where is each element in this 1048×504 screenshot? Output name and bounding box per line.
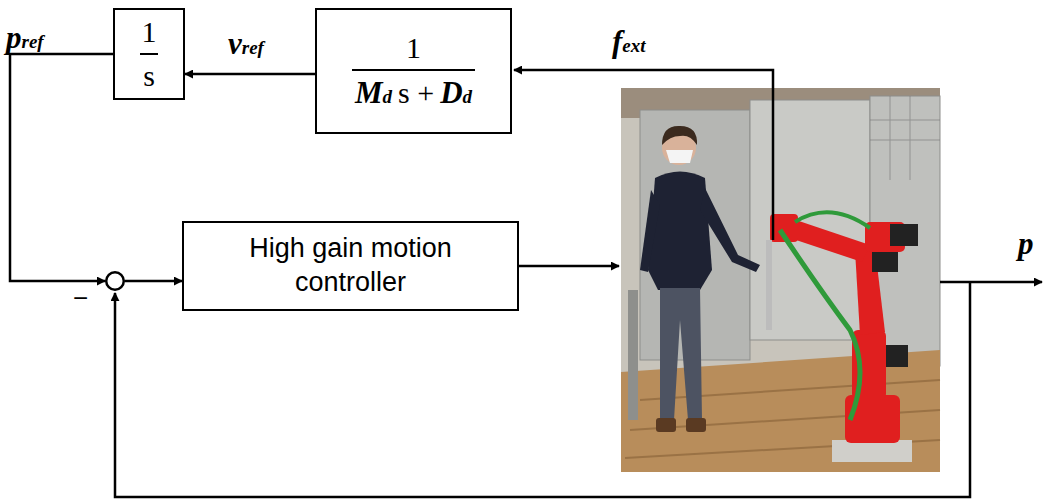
signal-label: pref: [6, 20, 44, 56]
block-text: High gain motion controller: [226, 232, 476, 300]
signal-connector: [185, 73, 315, 76]
sign-label: −: [73, 283, 88, 314]
signal-connector: [10, 54, 113, 281]
signal-label: p: [1018, 226, 1034, 262]
transfer-block: 1Mds +Dd: [315, 8, 512, 134]
numerator-text: 1: [142, 15, 157, 48]
feedback-wire: [115, 282, 970, 497]
robot-photo: [621, 88, 940, 472]
sum-circle-outline: [106, 272, 124, 290]
force-wire: [514, 70, 773, 240]
signal-label: vref: [228, 26, 264, 62]
signal-label: fext: [612, 24, 646, 60]
denominator-text: s: [143, 59, 155, 93]
fraction: 1Mds +Dd: [352, 31, 475, 111]
output-wire: [940, 281, 1042, 284]
fraction: 1s: [140, 15, 158, 93]
numerator-text: 1: [406, 31, 421, 64]
signal-wires: [115, 70, 1042, 497]
transfer-block: High gain motion controller: [182, 221, 519, 311]
denominator: s: [140, 55, 158, 93]
numerator: 1: [352, 31, 475, 71]
signal-connector: [125, 280, 182, 283]
summing-junction: −: [105, 271, 125, 291]
denominator-text: s +: [398, 76, 434, 110]
sum-circle: [105, 271, 125, 291]
control-wire: [519, 265, 619, 268]
numerator: 1: [140, 15, 158, 55]
denominator: Mds +Dd: [352, 71, 475, 111]
transfer-block: 1s: [113, 8, 185, 100]
denominator-text: Md: [355, 75, 392, 111]
denominator-text: Dd: [440, 75, 472, 111]
